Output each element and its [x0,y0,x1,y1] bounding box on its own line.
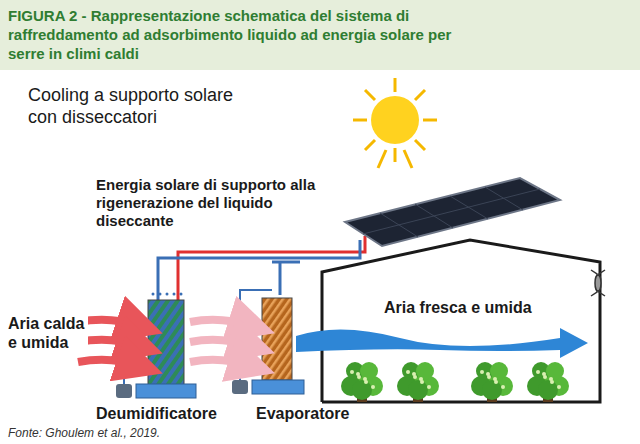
solar-panel [345,178,560,246]
solar-label: Energia solare di supporto alla rigenera… [96,176,344,230]
section-heading: Cooling a supporto solare con disseccato… [28,84,258,128]
dehumidifier-label: Deumidificatore [96,404,246,423]
plants [341,362,569,402]
figure-caption: Fonte: Ghoulem et al., 2019. [8,426,308,441]
figure-title: FIGURA 2 - Rappresentazione schematica d… [8,6,478,63]
evaporator-label: Evaporatore [256,404,376,423]
cool-air-arrow [296,328,588,358]
fan [591,270,605,296]
cool-air-label: Aria fresca e umida [384,298,584,317]
greenhouse-outline [322,240,600,402]
header-band [0,0,640,70]
dry-air-arrows [190,320,252,366]
hot-air-label: Aria calda e umida [8,314,88,352]
sun [353,78,437,168]
